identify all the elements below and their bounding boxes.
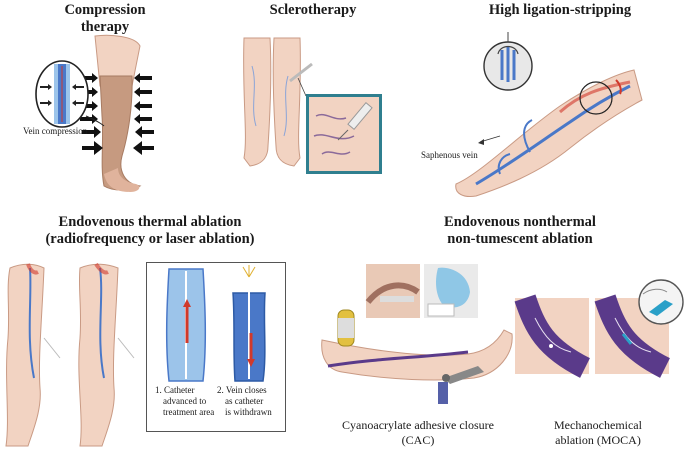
saphenous-vein <box>475 84 631 186</box>
foot <box>104 168 140 192</box>
ligation-title: High ligation-stripping <box>488 2 632 18</box>
step1-caption: 1. Catheter advanced to treatment area <box>155 385 215 417</box>
cac-figure <box>321 264 513 404</box>
cac-vein <box>327 350 469 368</box>
step2-caption: 2. Vein closes as catheter is withdrawn <box>217 385 272 417</box>
ligation-figure <box>455 32 643 197</box>
thermal-leg-right <box>78 263 119 447</box>
thermal-title: Endovenous thermal ablation (radiofreque… <box>45 214 255 247</box>
cac-caption: Cyanoacrylate adhesive closure (CAC) <box>342 418 494 447</box>
sclerotherapy-title: Sclerotherapy <box>269 2 357 18</box>
thermal-steps-box: 1. Catheter advanced to treatment area 2… <box>146 262 286 432</box>
vein-compression-label: Vein compression <box>23 126 88 136</box>
leg-diagonal <box>455 69 643 197</box>
moca-caption: Mechanochemical ablation (MOCA) <box>554 418 642 447</box>
left-leg <box>243 37 272 167</box>
right-leg <box>272 37 301 167</box>
compression-figure <box>35 34 154 192</box>
catheter-diagram <box>165 265 266 382</box>
cac-gun <box>444 366 484 384</box>
leg-upper <box>94 34 141 87</box>
moca-figure <box>514 279 684 378</box>
thermal-legs-figure <box>5 262 135 447</box>
nonthermal-title: Endovenous nonthermal non-tumescent abla… <box>444 214 596 247</box>
saphenous-vein-label: Saphenous vein <box>421 150 478 160</box>
moca-magnifier <box>638 279 684 325</box>
thermal-leg-left <box>5 263 45 447</box>
compression-title: Compression therapy <box>64 2 146 35</box>
pressure-arrows-right <box>133 73 154 155</box>
sclerotherapy-figure <box>243 37 382 174</box>
compression-stocking <box>99 75 142 191</box>
pressure-arrows-left <box>78 73 103 155</box>
